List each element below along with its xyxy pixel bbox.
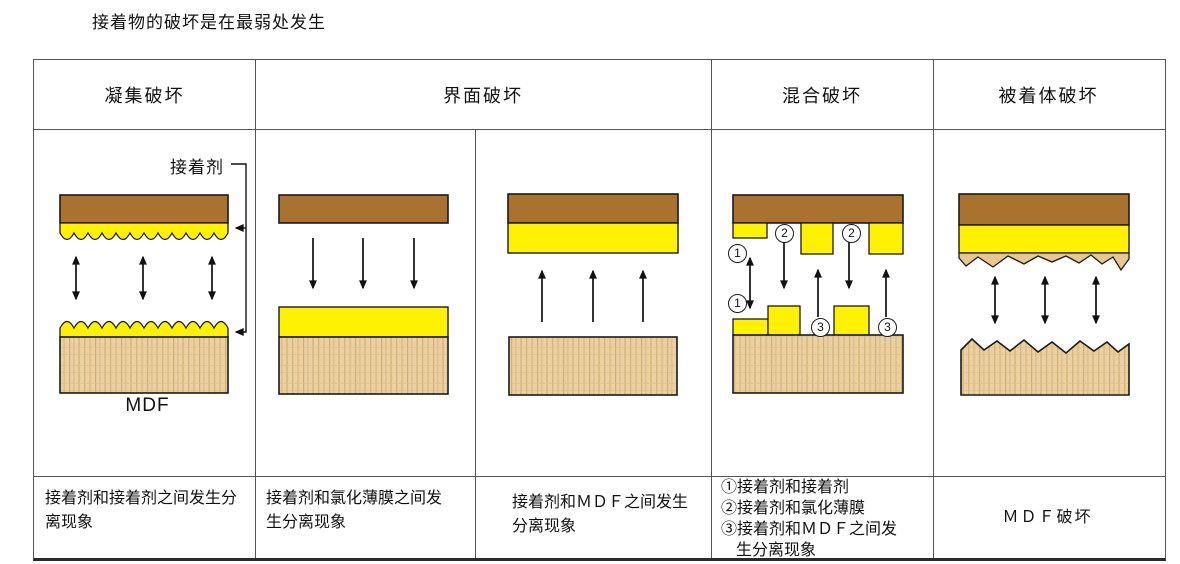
adherend-bar (507, 193, 679, 224)
adhesive-fragment (833, 305, 870, 336)
table-description-rule (34, 476, 1165, 477)
table-header-rule (34, 129, 1165, 130)
adhesive-fragment (732, 222, 768, 239)
header-interface-failure: 界面破坏 (443, 86, 523, 106)
description-line: ①接着剂和接着剂 (721, 479, 850, 496)
description-line: ③接着剂和ＭＤＦ之间发 (721, 521, 898, 538)
circled-marker-1: 1 (728, 294, 747, 313)
failure-modes-table: 凝集破坏 界面破坏 混合破坏 被着体破坏 (33, 59, 1166, 561)
torn-adhesive-top (59, 222, 229, 241)
adhesive-fragment (767, 305, 801, 336)
table-divider-4 (933, 60, 934, 558)
torn-adhesive-bottom (59, 320, 229, 338)
circled-marker-3: 3 (878, 318, 897, 337)
adhesive-layer (278, 306, 449, 338)
diagram-cohesive-failure (59, 163, 247, 394)
torn-mdf-strip (958, 252, 1130, 272)
page-title: 接着物的破坏是在最弱处发生 (92, 13, 326, 32)
adhesive-fragment (732, 318, 769, 336)
adhesive-pointer-bracket (231, 163, 247, 336)
torn-mdf-block (960, 337, 1130, 396)
description-adherend: ＭＤＦ破坏 (1002, 509, 1093, 526)
description-interface-left: 接着剂和氯化薄膜之间发 生分离现象 (266, 487, 442, 535)
diagram-interface-failure-right (507, 193, 679, 396)
description-cohesive: 接着剂和接着剂之间发生分 离现象 (45, 487, 237, 535)
header-cohesive-failure: 凝集破坏 (104, 86, 185, 106)
header-adherend-failure: 被着体破坏 (998, 86, 1099, 106)
description-line: 接着剂和氯化薄膜之间发 (266, 490, 443, 507)
adherend-bar (732, 194, 904, 224)
description-line: ②接着剂和氯化薄膜 (721, 500, 866, 517)
circled-marker-3: 3 (811, 318, 830, 337)
adherend-bar (59, 194, 229, 224)
description-line: 接着剂和ＭＤＦ之间发生 (512, 494, 689, 511)
circled-marker-2: 2 (842, 224, 861, 243)
description-line: 生分离现象 (266, 514, 347, 531)
circled-marker-1: 1 (728, 244, 747, 263)
adhesive-layer (507, 222, 679, 254)
description-mixed: ①接着剂和接着剂 ②接着剂和氯化薄膜 ③接着剂和ＭＤＦ之间发 生分离现象 (721, 477, 897, 561)
description-line: 分离现象 (512, 518, 577, 535)
header-mixed-failure: 混合破坏 (782, 86, 862, 106)
adherend-bar (958, 193, 1130, 226)
description-line: 接着剂和接着剂之间发生分 (45, 490, 238, 507)
mdf-block (732, 334, 904, 394)
description-interface-right: 接着剂和ＭＤＦ之间发生 分离现象 (512, 491, 688, 539)
table-divider-2 (475, 129, 476, 558)
adhesive-fragment (800, 222, 834, 255)
diagram-mixed-failure (732, 194, 904, 394)
mdf-block (278, 336, 449, 395)
diagram-interface-failure-left (278, 194, 449, 395)
table-divider-3 (711, 60, 712, 558)
mdf-label: MDF (125, 395, 170, 416)
description-line: 离现象 (45, 514, 94, 531)
description-line: 生分离现象 (736, 542, 817, 559)
diagram-adherend-failure (958, 193, 1130, 396)
adhesive-label: 接着剂 (170, 158, 224, 177)
adhesive-fragment (868, 222, 904, 255)
adhesive-layer (958, 224, 1130, 254)
adherend-bar (278, 194, 449, 224)
table-divider-1 (255, 60, 256, 558)
mdf-block (59, 336, 229, 394)
mdf-block (508, 336, 678, 396)
circled-marker-2: 2 (775, 224, 794, 243)
